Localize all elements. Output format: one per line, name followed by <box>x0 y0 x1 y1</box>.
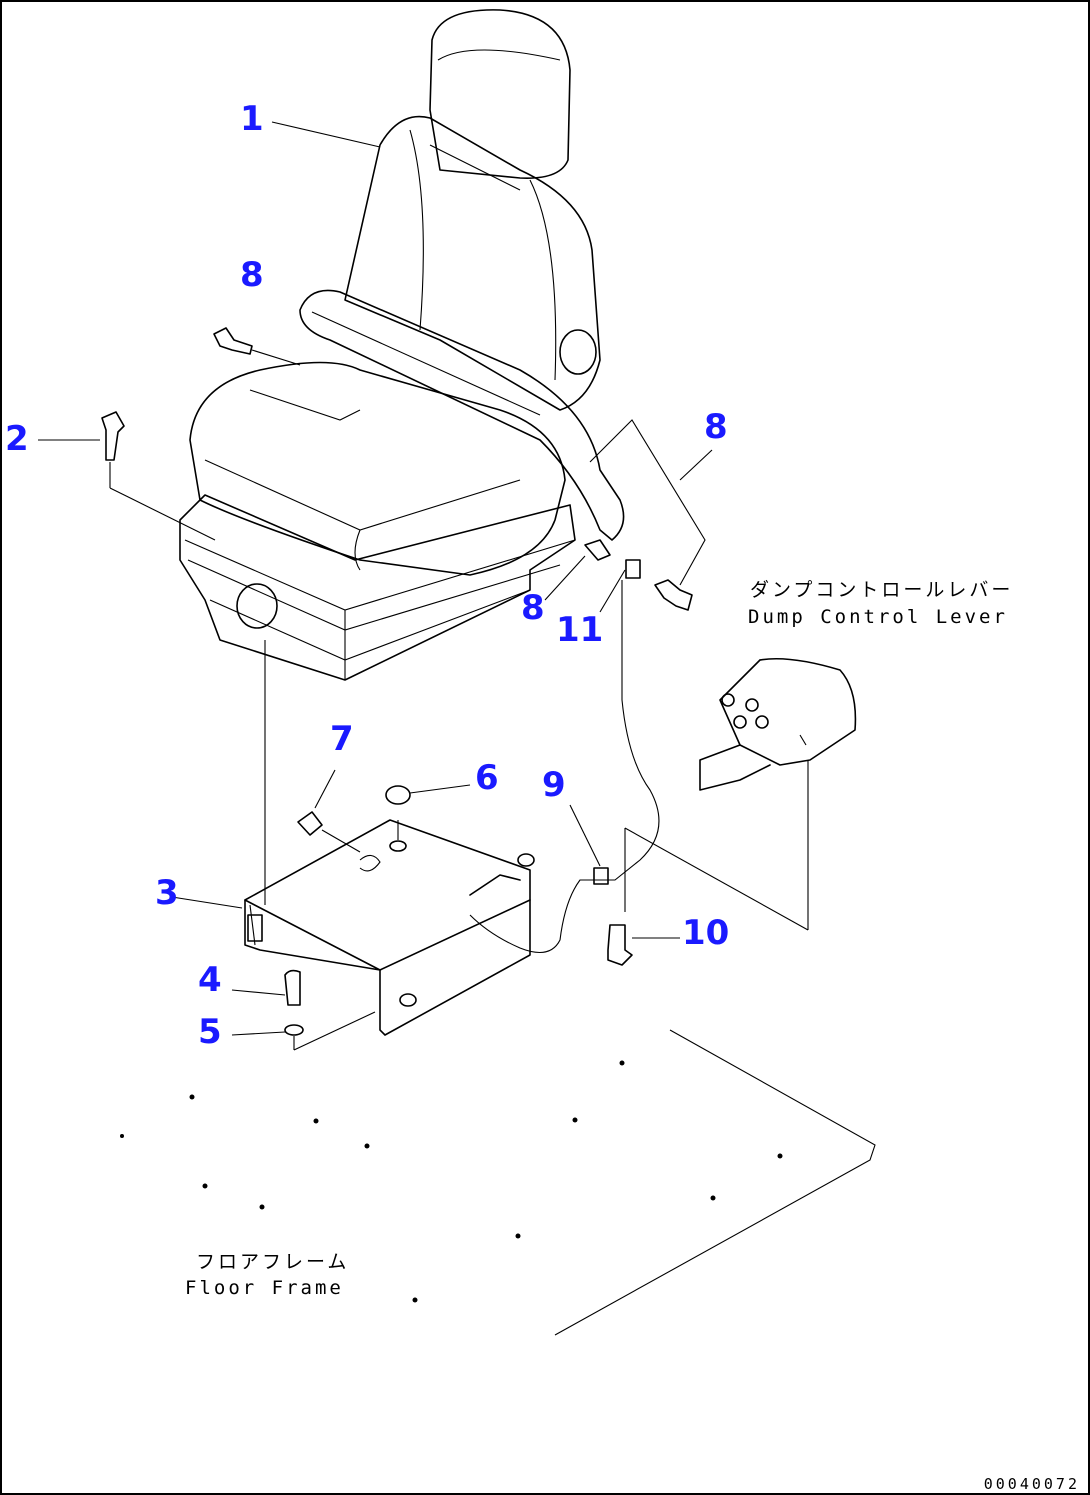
floor-frame-illustration <box>120 1029 876 1336</box>
seat-bracket-illustration <box>171 769 680 1051</box>
callout-8-top: 8 <box>240 255 264 295</box>
dump-control-lever-illustration <box>624 657 857 931</box>
callout-8-right: 8 <box>704 407 728 447</box>
callout-7: 7 <box>330 719 354 759</box>
callout-5: 5 <box>198 1012 222 1052</box>
leader-lines <box>38 121 713 954</box>
callout-2: 2 <box>5 419 29 459</box>
seat-illustration <box>101 9 693 681</box>
callout-10: 10 <box>682 913 730 953</box>
callout-3: 3 <box>155 873 179 913</box>
drawing-number: 00040072 <box>983 1475 1080 1493</box>
callout-9: 9 <box>542 765 566 805</box>
callout-4: 4 <box>198 960 222 1000</box>
dump-control-lever-label-jp: ダンプコントロールレバー <box>750 579 1014 601</box>
callout-1: 1 <box>240 99 264 139</box>
floor-frame-label-en: Floor Frame <box>185 1277 344 1299</box>
floor-frame-label-jp: フロアフレーム <box>196 1251 350 1273</box>
callout-6: 6 <box>475 758 499 798</box>
dump-control-lever-label-en: Dump Control Lever <box>748 606 1008 628</box>
callout-11: 11 <box>556 610 604 650</box>
callout-8-lower: 8 <box>521 588 545 628</box>
